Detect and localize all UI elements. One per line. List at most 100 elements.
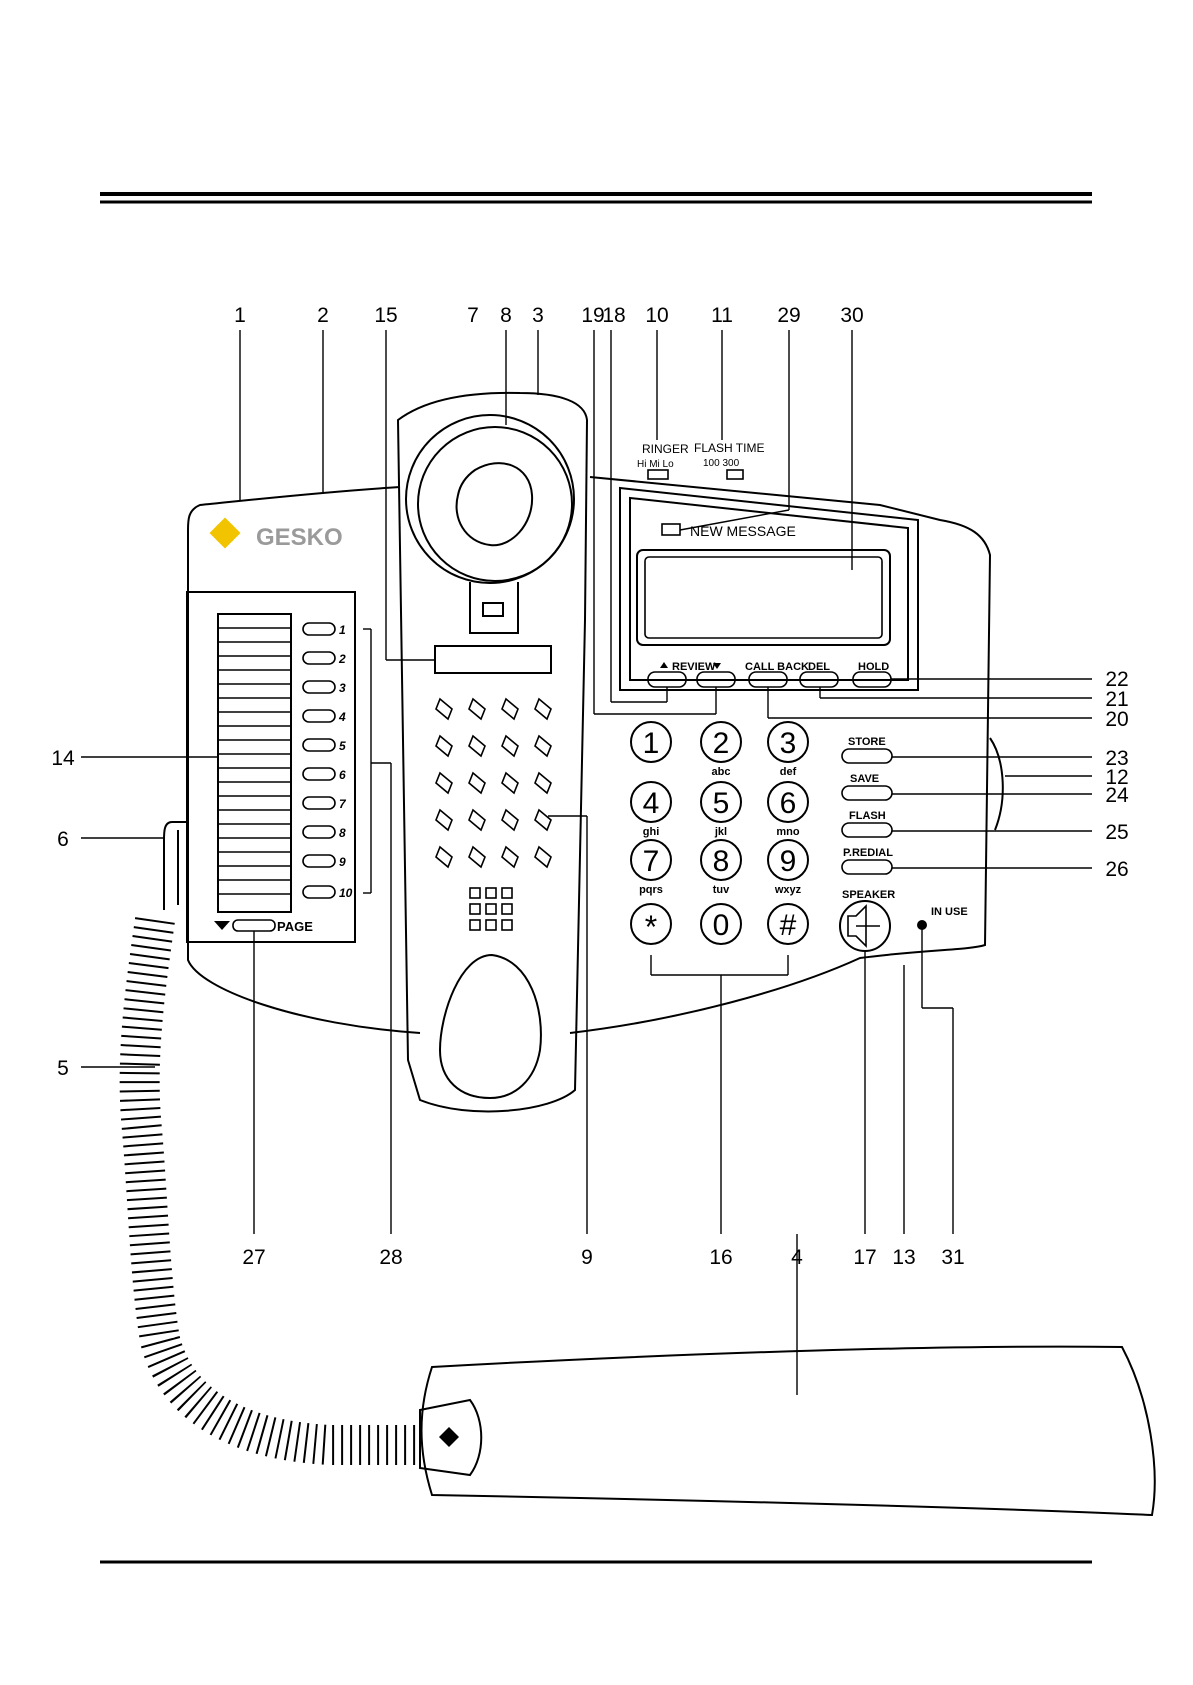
header-rule [100, 194, 1092, 202]
page-down-arrow-icon [214, 921, 230, 930]
callout-1: 1 [234, 304, 246, 327]
display-housing: NEW MESSAGE [620, 488, 918, 690]
key-digit: 8 [713, 845, 730, 878]
handset [420, 1347, 1155, 1515]
directory-card-lines [218, 628, 291, 894]
in-use-label: IN USE [931, 906, 968, 918]
memory-key-label: 2 [338, 652, 346, 666]
callout-20: 20 [1105, 708, 1128, 731]
brand-name: GESKO [256, 524, 343, 551]
speaker-grille [436, 699, 551, 867]
memory-key-10[interactable]: 10 [303, 886, 353, 900]
callout-15: 15 [374, 304, 397, 327]
key-digit: # [780, 909, 797, 942]
memory-key-2[interactable]: 2 [303, 652, 346, 666]
ringer-switch[interactable] [648, 470, 668, 479]
callout-30: 30 [840, 304, 863, 327]
directory-card [218, 614, 291, 912]
keypad: 1 2 abc 3def 4ghi 5jkl 6mno 7 pqrs 8 tuv 9 w… [631, 722, 808, 945]
callout-27: 27 [242, 1246, 265, 1269]
memory-key-label: 8 [339, 826, 346, 840]
hook-switch[interactable] [483, 603, 503, 616]
memory-key-label: 10 [339, 886, 353, 900]
memory-key-8[interactable]: 8 [303, 826, 346, 840]
memory-key-label: 7 [339, 797, 347, 811]
gesko-logo-mark [210, 518, 241, 549]
speaker-button[interactable] [840, 901, 890, 951]
callout-9: 9 [581, 1246, 593, 1269]
callout-16: 16 [709, 1246, 732, 1269]
key-digit: 2 [713, 727, 730, 760]
key-star[interactable]: * [631, 904, 671, 945]
key-letters: wxyz [774, 884, 802, 896]
callout-19: 19 [581, 304, 604, 327]
function-keys: REVIEW CALL BACK DEL HOLD [648, 661, 891, 687]
callout-3: 3 [532, 304, 544, 327]
flash-button[interactable] [842, 823, 892, 837]
callout-31: 31 [941, 1246, 964, 1269]
key-1[interactable]: 1 [631, 722, 671, 762]
memory-key-7[interactable]: 7 [303, 797, 347, 811]
memory-key-4[interactable]: 4 [303, 710, 346, 724]
memory-key-6[interactable]: 6 [303, 768, 346, 782]
memory-key-1[interactable]: 1 [303, 623, 346, 637]
speaker-icon [848, 906, 880, 946]
page-label: PAGE [277, 919, 313, 934]
callout-7: 7 [467, 304, 479, 327]
page-button[interactable] [233, 920, 275, 931]
callout-11: 11 [711, 304, 733, 327]
key-digit: 3 [780, 727, 797, 760]
callout-24: 24 [1105, 784, 1129, 807]
store-button[interactable] [842, 749, 892, 763]
key-letters: tuv [713, 884, 730, 896]
memory-key-label: 3 [339, 681, 346, 695]
key-letters: ghi [643, 826, 660, 838]
memory-key-3[interactable]: 3 [303, 681, 346, 695]
memory-key-label: 9 [339, 855, 346, 869]
ringer-levels: Hi Mi Lo [637, 459, 674, 470]
p-redial-button[interactable] [842, 860, 892, 874]
callout-2: 2 [317, 304, 329, 327]
key-2[interactable]: 2 abc [701, 722, 741, 778]
key-8[interactable]: 8 tuv [701, 840, 741, 896]
key-digit: 5 [713, 787, 730, 820]
callout-4: 4 [791, 1246, 803, 1269]
memory-key-label: 1 [339, 623, 346, 637]
save-button[interactable] [842, 786, 892, 800]
callout-14: 14 [51, 747, 75, 770]
key-digit: 6 [780, 787, 797, 820]
diamond-icon [439, 1427, 459, 1447]
earpiece [457, 463, 533, 545]
callout-5: 5 [57, 1057, 69, 1080]
key-digit: 7 [643, 845, 660, 878]
callout-10: 10 [645, 304, 668, 327]
flash-time-switch[interactable] [727, 470, 743, 479]
flash-label: FLASH [849, 810, 886, 822]
mic-grille [470, 888, 512, 930]
key-hash[interactable]: # [768, 904, 808, 944]
key-digit: 9 [780, 845, 797, 878]
side-volume-wheel[interactable] [990, 738, 1003, 830]
memory-key-label: 6 [339, 768, 346, 782]
p-redial-label: P.REDIAL [843, 847, 893, 859]
memory-key-5[interactable]: 5 [303, 739, 346, 753]
key-0[interactable]: 0 [701, 904, 741, 944]
memory-key-label: 5 [339, 739, 346, 753]
callout-28: 28 [379, 1246, 402, 1269]
memory-panel: 1 2 3 4 5 6 7 8 9 10 PAGE [187, 592, 355, 942]
key-9[interactable]: 9 wxyz [768, 840, 808, 896]
callout-8: 8 [500, 304, 512, 327]
key-letters: pqrs [639, 884, 663, 896]
key-letters: abc [712, 766, 731, 778]
callout-6: 6 [57, 828, 69, 851]
top-switches: RINGER Hi Mi Lo FLASH TIME 100 300 [637, 441, 764, 479]
memory-key-9[interactable]: 9 [303, 855, 346, 869]
memory-key-label: 4 [338, 710, 346, 724]
new-message-led [662, 524, 680, 535]
key-7[interactable]: 7 pqrs [631, 840, 671, 896]
